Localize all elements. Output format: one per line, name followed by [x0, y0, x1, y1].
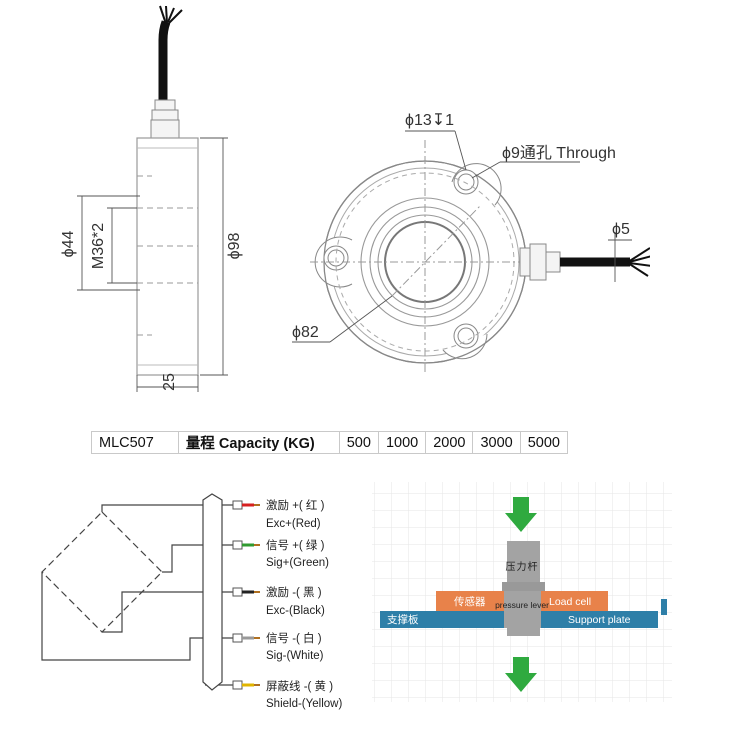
wire-label-en: Sig-(White): [266, 650, 324, 662]
load-cell-block: [541, 591, 608, 611]
side-view-drawing: ϕ44 M36*2 ϕ98 25: [60, 5, 243, 392]
wire-label-zh: 信号 +( 绿 ): [266, 538, 325, 552]
dim-diameter-98: ϕ98: [226, 233, 243, 260]
cable: [158, 5, 183, 100]
capacity-label-zh: 量程: [185, 436, 215, 452]
dim-diameter-44: ϕ44: [60, 231, 77, 258]
capacity-value-cell: 500: [338, 431, 379, 454]
wire-terminal: [232, 500, 260, 510]
wheatstone-bridge: [41, 511, 163, 633]
capacity-row: MLC507 量程 Capacity (KG) 500 1000 2000 30…: [91, 431, 569, 454]
top-view-drawing: ϕ13↧1 ϕ9通孔 Through ϕ5 ϕ82: [292, 112, 650, 372]
cable: [560, 247, 650, 277]
capacity-header-cell: 量程 Capacity (KG): [177, 431, 340, 454]
wire-label-zh: 激励 +( 红 ): [266, 498, 325, 512]
plate-label-zh: 支撑板: [387, 613, 419, 626]
capacity-value-cell: 1000: [377, 431, 427, 454]
lever-label-zh: 压力杆: [506, 560, 539, 573]
dim-counterbore: ϕ13↧1: [405, 112, 454, 129]
wiring-diagram: 激励 +( 红 ) Exc+(Red) 信号 +( 绿 ) Sig+(Green…: [41, 493, 342, 710]
wire-terminal: [232, 633, 260, 643]
sensor-label-en: Load cell: [549, 596, 591, 608]
load-cell-block: [436, 591, 504, 611]
lever-label-en: pressure lever: [495, 600, 549, 610]
dim-thread-m36: M36*2: [90, 223, 107, 269]
capacity-value-cell: 5000: [519, 431, 569, 454]
load-cell-body: [136, 137, 199, 376]
wire-label-en: Exc-(Black): [266, 605, 325, 617]
wire-label-zh: 激励 -( 黑 ): [266, 585, 322, 599]
wire-terminal: [232, 680, 260, 690]
plate-label-en: Support plate: [568, 614, 631, 626]
wire-label-zh: 屏蔽线 -( 黄 ): [266, 679, 333, 693]
wire-label-en: Sig+(Green): [266, 557, 329, 569]
dim-cable-diameter: ϕ5: [612, 221, 630, 238]
sensor-label-zh: 传感器: [454, 595, 486, 608]
wire-label-en: Exc+(Red): [266, 518, 321, 530]
installation-diagram: 压力杆 pressure lever 传感器 Load cell 支撑板 Sup…: [372, 482, 672, 702]
capacity-value-cell: 3000: [472, 431, 521, 454]
dim-through-hole: ϕ9通孔 Through: [502, 144, 616, 162]
cable-sheath: [202, 493, 223, 691]
cable-gland: [150, 99, 180, 139]
capacity-table: MLC507 量程 Capacity (KG) 500 1000 2000 30…: [91, 431, 569, 454]
wire-terminal: [232, 540, 260, 550]
wire-label-zh: 信号 -( 白 ): [266, 631, 322, 645]
down-arrow-icon: [505, 497, 537, 532]
wire-terminal: [232, 587, 260, 597]
capacity-value-cell: 2000: [425, 431, 474, 454]
dim-diameter-82: ϕ82: [292, 324, 319, 341]
dim-height-25: 25: [161, 373, 178, 391]
model-cell: MLC507: [91, 431, 179, 454]
down-arrow-icon: [505, 657, 537, 692]
capacity-label-en: Capacity (KG): [218, 436, 315, 452]
wire-label-en: Shield-(Yellow): [266, 698, 342, 710]
cable-gland: [519, 243, 561, 281]
